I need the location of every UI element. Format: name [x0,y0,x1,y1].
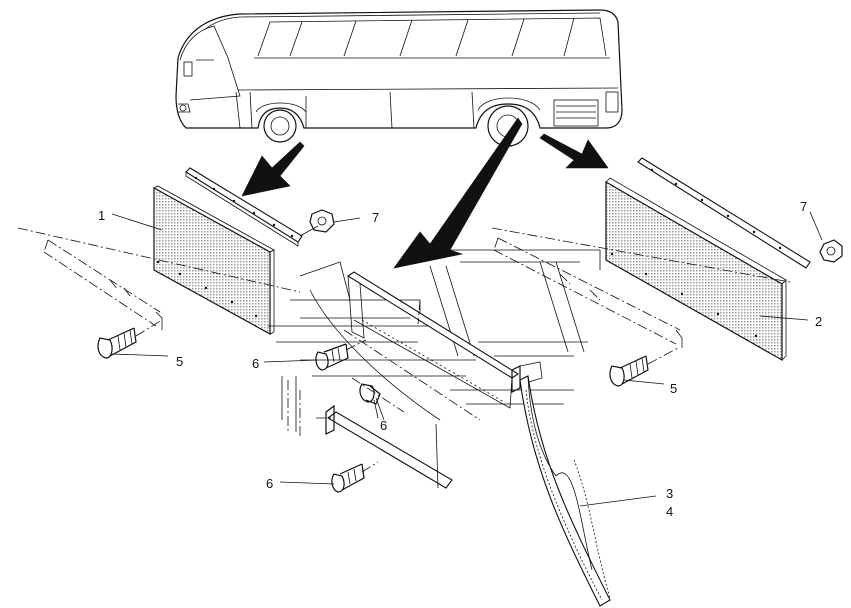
fender-mounting-plate [346,271,520,379]
callout-3: 3 [666,486,673,501]
callout-2: 2 [815,314,822,329]
center-fender-assembly [268,249,611,607]
leader-6c [279,481,335,485]
callout-6-upper: 6 [252,356,259,371]
screw-5-right [609,347,679,387]
arrow-left-fender [241,141,305,197]
right-clamp-strip [637,157,811,269]
fender-flap [519,375,611,607]
callout-1: 1 [98,208,105,223]
callout-7-right: 7 [800,199,807,214]
leader-1 [111,213,163,231]
left-clamp-strip [185,167,303,243]
screw-6-upper [315,339,367,371]
leader-6b [373,399,379,419]
callouts: 1 2 3 4 5 5 6 6 6 7 7 [98,199,822,519]
leader-6a [263,359,319,363]
arrow-right-fender [539,133,609,169]
arrow-rear-fender [393,117,523,269]
callout-7-left: 7 [372,210,379,225]
leader-2 [759,315,809,321]
callout-5-left: 5 [176,354,183,369]
screw-5-left [97,319,169,359]
callout-4: 4 [666,504,673,519]
leader-lines [111,213,809,507]
left-mudflap-assembly [17,167,319,336]
callout-5-right: 5 [670,381,677,396]
screw-6-middle [351,377,405,421]
callout-6-middle: 6 [380,418,387,433]
right-mudflap-assembly [491,157,811,362]
flange-nut-7-left [309,209,361,233]
lower-clamp-strip [327,411,453,489]
screw-6-lower [331,461,379,493]
leader-3 [579,495,657,507]
callout-6-lower: 6 [266,476,273,491]
location-arrows [241,117,609,269]
flange-nut-7-right [809,211,843,263]
bus-illustration [175,9,623,147]
mudflap-panel-2 [605,180,783,362]
